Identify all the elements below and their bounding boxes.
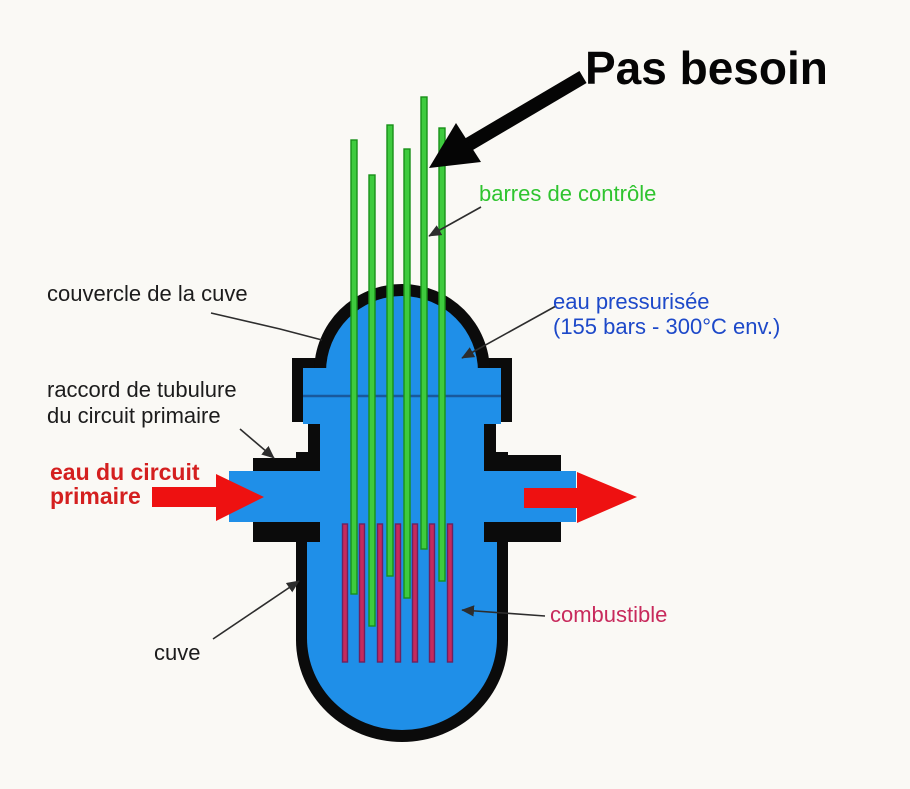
label-nozzle: raccord de tubulure du circuit primaire <box>47 377 237 429</box>
label-primary-water-line2: primaire <box>50 483 141 509</box>
body-water <box>307 468 497 730</box>
control-rod <box>438 127 446 582</box>
fuel-rod <box>341 523 349 663</box>
leader-control-rods <box>428 206 482 237</box>
annotation-arrow-head <box>429 123 481 168</box>
leader-pressurized-water <box>461 305 557 359</box>
label-primary-water-line1: eau du circuit <box>50 459 200 485</box>
leader-nozzle <box>239 428 275 459</box>
label-pressurized-water-line1: eau pressurisée <box>553 289 710 314</box>
leader-vessel <box>212 580 300 640</box>
control-rod <box>420 96 428 550</box>
fuel-rods-group <box>341 523 454 663</box>
control-rod <box>350 139 358 595</box>
label-nozzle-line1: raccord de tubulure <box>47 377 237 402</box>
label-nozzle-line2: du circuit primaire <box>47 403 221 428</box>
fuel-rod <box>411 523 419 663</box>
label-vessel-head: couvercle de la cuve <box>47 281 248 306</box>
label-pressurized-water: eau pressurisée (155 bars - 300°C env.) <box>553 289 780 339</box>
fuel-rod <box>428 523 436 663</box>
inlet-flow-arrow <box>152 474 264 521</box>
label-vessel: cuve <box>154 640 201 665</box>
control-rod <box>368 174 376 627</box>
fuel-rod <box>376 523 384 663</box>
label-primary-water: eau du circuit primaire <box>50 460 200 508</box>
outlet-flow-arrow <box>524 472 637 523</box>
control-rods-group <box>350 96 446 627</box>
label-control-rods: barres de contrôle <box>479 181 657 206</box>
leader-vessel-head <box>210 312 323 341</box>
label-fuel: combustible <box>550 602 668 627</box>
fuel-rod <box>394 523 402 663</box>
annotation-arrow-shaft <box>462 70 587 153</box>
fuel-rod <box>446 523 454 663</box>
label-pressurized-water-line2: (155 bars - 300°C env.) <box>553 314 781 339</box>
leader-fuel <box>461 605 546 617</box>
neck-water <box>320 420 484 474</box>
control-rod <box>403 148 411 599</box>
annotation-pas-besoin: Pas besoin <box>585 42 828 94</box>
fuel-rod <box>358 523 366 663</box>
control-rod <box>386 124 394 577</box>
